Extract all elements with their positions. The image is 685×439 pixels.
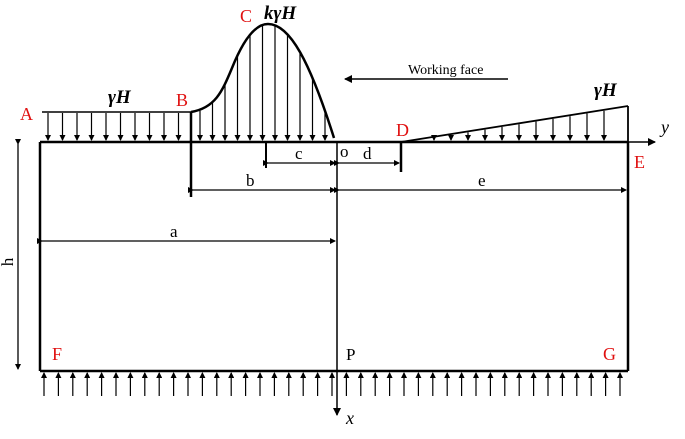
working-face-label: Working face	[408, 63, 483, 78]
point-label-g: G	[603, 344, 616, 364]
point-label-b: B	[176, 90, 188, 110]
dim-label-a: a	[170, 222, 178, 241]
abutment-pressure-curve	[190, 22, 336, 139]
dim-label-b: b	[246, 171, 255, 190]
bottom-support-arrows	[41, 372, 623, 396]
dim-label-e: e	[478, 171, 486, 190]
abutment-load-arrows	[197, 25, 328, 141]
point-label-a: A	[20, 104, 33, 124]
point-label-f: F	[52, 344, 62, 364]
point-label-d: D	[396, 120, 409, 140]
triangular-load-arrows	[431, 110, 607, 141]
origin-label-o: o	[340, 142, 349, 161]
triangular-load-right	[400, 105, 629, 143]
load-label-peak: kγH	[264, 3, 297, 24]
point-label-p: P	[346, 345, 355, 364]
load-label-right: γH	[594, 80, 618, 101]
uniform-load-left	[42, 111, 191, 141]
point-label-c: C	[240, 6, 252, 26]
dim-label-d: d	[363, 144, 372, 163]
axis-label-y: y	[659, 117, 669, 137]
load-label-left: γH	[108, 87, 132, 108]
point-label-e: E	[634, 152, 645, 172]
rock-body	[38, 140, 630, 373]
axis-label-x: x	[345, 408, 354, 428]
dim-label-h: h	[0, 257, 17, 266]
dim-label-c: c	[295, 144, 303, 163]
